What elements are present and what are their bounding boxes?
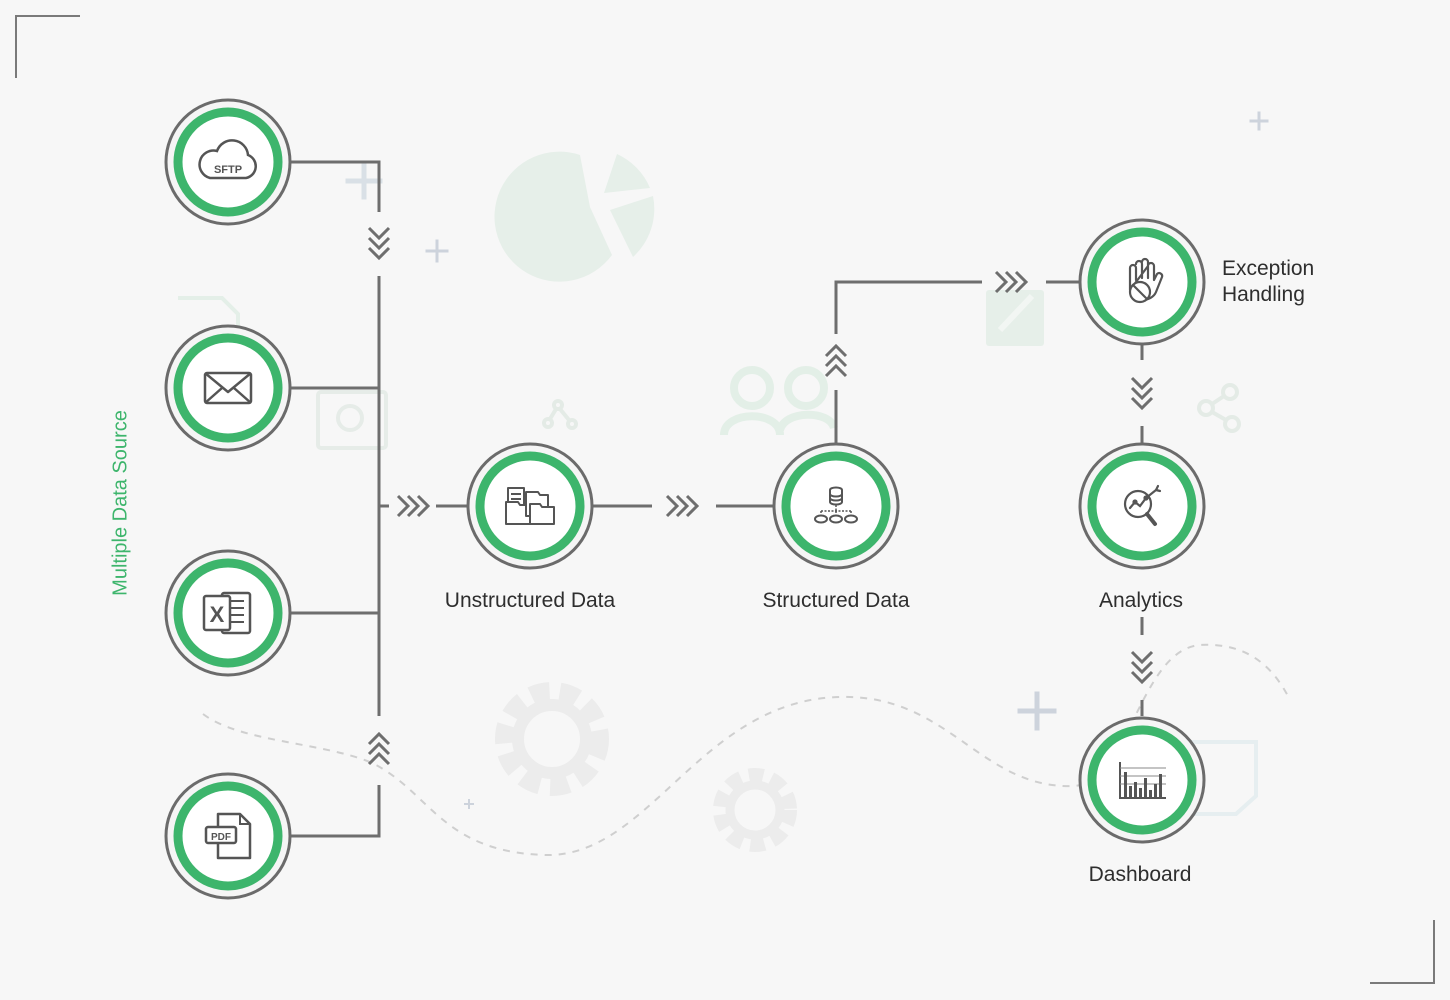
faint-gear-icon [713,768,797,852]
faint-gear-icon [495,682,609,796]
bar-chart-icon [1119,762,1166,799]
source-node-pdf: PDF [166,774,290,898]
chevron-down-icon [1130,376,1154,411]
faint-pie-chart-icon [494,151,655,282]
excel-icon: X [202,591,252,635]
corner-bracket-top-left [15,15,80,78]
pdf-icon-text: PDF [211,832,231,843]
magnifier-chart-icon [1123,484,1162,526]
stage-node-analytics [1080,444,1204,568]
stop-hand-icon [1128,257,1164,304]
chevron-down-icon [367,226,391,261]
pdf-icon: PDF [204,812,252,860]
corner-bracket-bottom-right [1370,920,1435,984]
faint-users-icon [720,366,838,436]
chevron-up-icon [824,343,848,378]
stage-node-exception [1080,220,1204,344]
connector-line [291,785,381,838]
envelope-icon [203,371,253,405]
dashboard-label: Dashboard [1088,863,1192,886]
source-node-email [166,326,290,450]
chevron-down-icon [1130,650,1154,685]
sftp-cloud-icon: SFTP [198,139,257,180]
multiple-data-source-label: Multiple Data Source [109,410,132,596]
source-node-excel: X [166,551,290,675]
connector-line [291,160,381,212]
stage-node-structured [774,444,898,568]
chevron-right-icon [396,494,431,518]
exception-label-line1: Exception [1222,257,1315,280]
exception-label-line2: Handling [1222,283,1305,306]
stage-node-unstructured [468,444,592,568]
exception-handling-label: Exception Handling [1222,256,1314,308]
dashed-wave [202,643,1291,857]
sftp-icon-text: SFTP [214,164,242,176]
faint-sticky-note-icon [1190,740,1258,816]
connector-line [834,280,982,334]
structured-data-label: Structured Data [762,589,910,612]
source-node-sftp: SFTP [166,100,290,224]
chevron-right-icon [665,494,700,518]
stage-node-dashboard [1080,718,1204,842]
unstructured-data-label: Unstructured Data [444,589,616,612]
analytics-label: Analytics [1098,589,1184,612]
plus-decorations [345,162,1057,731]
faint-share-icon [542,383,1241,433]
folders-icon [505,487,555,525]
excel-icon-text: X [210,602,225,627]
database-hierarchy-icon [814,486,858,524]
chevron-up-icon [367,731,391,766]
chevron-right-icon [994,270,1029,294]
